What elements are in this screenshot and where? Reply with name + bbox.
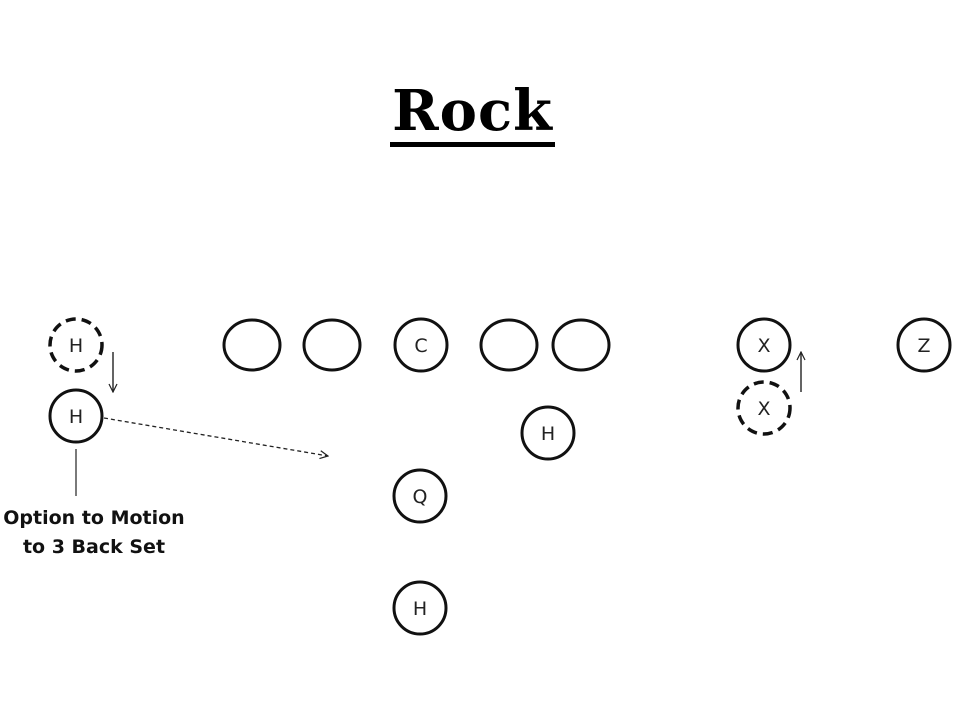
player-h-back: H	[392, 580, 448, 636]
player-x-motion-start: X	[736, 380, 792, 436]
route-arrow-dashed	[103, 417, 328, 456]
player-center-label: C	[414, 335, 427, 357]
note-line-1: Option to Motion	[3, 507, 185, 529]
player-z-receiver-label: Z	[917, 335, 930, 357]
player-x-motion-start-label: X	[757, 398, 770, 420]
player-quarterback: Q	[392, 468, 448, 524]
player-h-motion-start-label: H	[69, 335, 83, 357]
lineman-2	[302, 318, 362, 372]
player-h-left-label: H	[69, 406, 83, 428]
player-h-right-label: H	[541, 423, 555, 445]
player-z-receiver: Z	[896, 317, 952, 373]
lineman-4	[479, 318, 539, 372]
player-center: C	[393, 317, 449, 373]
lineman-5	[551, 318, 611, 372]
player-h-back-label: H	[413, 598, 427, 620]
motion-option-note: Option to Motion to 3 Back Set	[0, 504, 188, 562]
player-h-motion-start: H	[48, 317, 104, 373]
player-h-left: H	[48, 388, 104, 444]
play-title: Rock	[0, 78, 945, 147]
note-line-2: to 3 Back Set	[22, 536, 166, 558]
lineman-1	[222, 318, 282, 372]
player-quarterback-label: Q	[413, 486, 428, 508]
player-x-receiver: X	[736, 317, 792, 373]
player-h-right: H	[520, 405, 576, 461]
player-x-receiver-label: X	[757, 335, 770, 357]
